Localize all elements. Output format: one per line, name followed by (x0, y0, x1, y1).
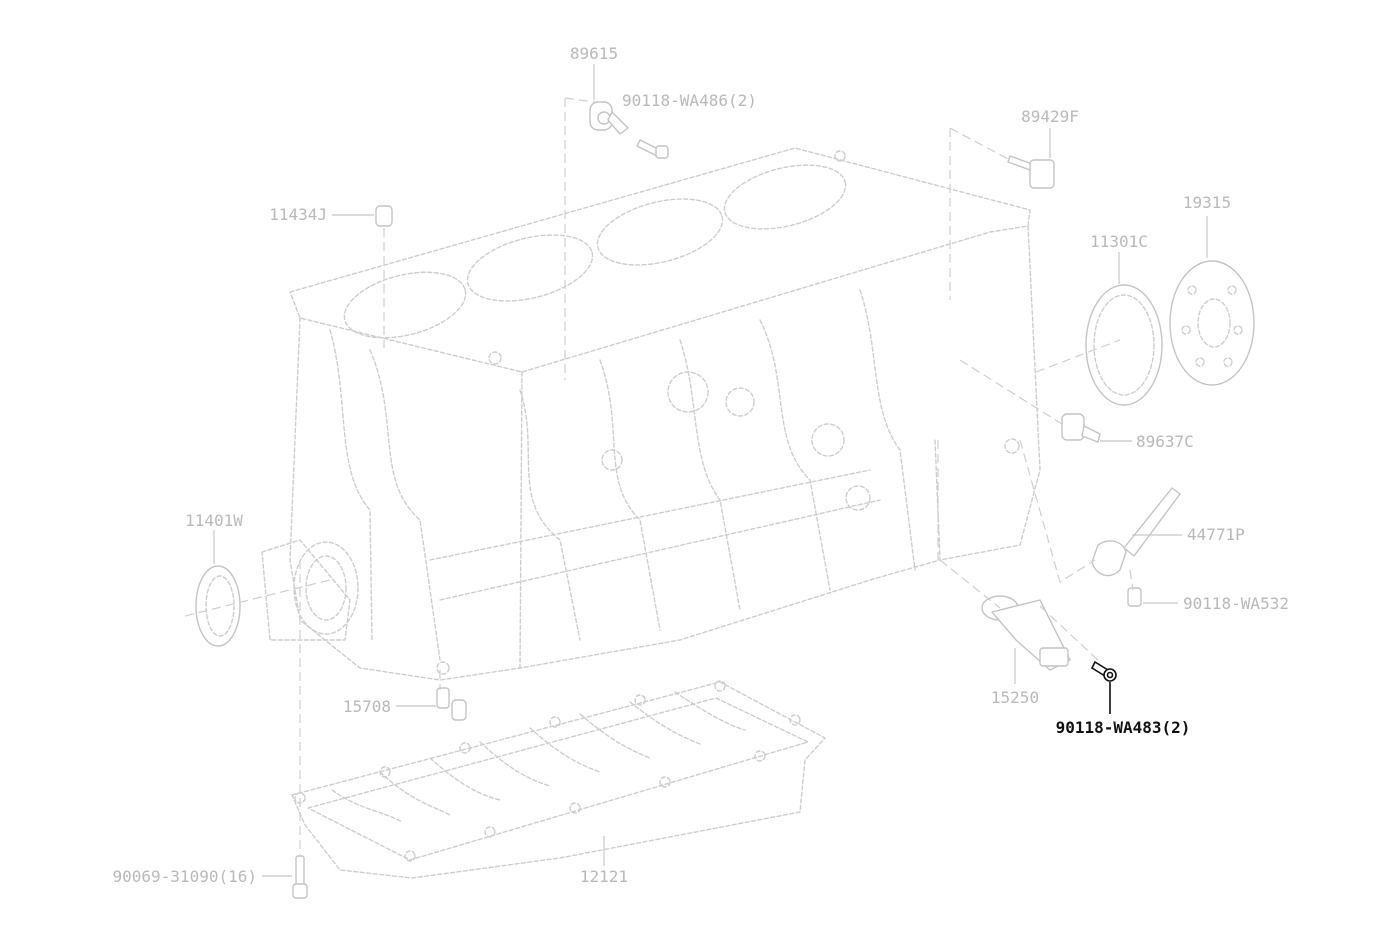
label-15250[interactable]: 15250 (991, 688, 1039, 707)
oil-pan[interactable] (291, 680, 826, 879)
part-labels: 89615 90118-WA486(2) 89429F 11434J 19315… (113, 44, 1289, 886)
cylinder-block[interactable] (261, 147, 1041, 681)
drive-plate-19315[interactable] (1169, 260, 1255, 386)
label-90118-wa486[interactable]: 90118-WA486(2) (622, 91, 757, 110)
label-89429f[interactable]: 89429F (1021, 107, 1079, 126)
label-90118-wa483-selected[interactable]: 90118-WA483(2) (1056, 718, 1191, 737)
label-15708[interactable]: 15708 (343, 697, 391, 716)
bolt-90118-wa532[interactable] (1127, 587, 1142, 607)
sensor-89429f[interactable] (1007, 155, 1055, 189)
label-12121[interactable]: 12121 (580, 867, 628, 886)
label-90118-wa532[interactable]: 90118-WA532 (1183, 594, 1289, 613)
sensor-89637c[interactable] (1061, 413, 1101, 443)
leader-lines (213, 64, 1208, 877)
label-11434j[interactable]: 11434J (269, 205, 327, 224)
rear-oil-seal-11401w[interactable] (195, 565, 241, 647)
bolt-90118-wa486[interactable] (636, 139, 669, 159)
label-89615[interactable]: 89615 (570, 44, 618, 63)
oil-seal-11301c[interactable] (1085, 284, 1163, 406)
label-11301c[interactable]: 11301C (1090, 232, 1148, 251)
bolt-90118-wa483-selected[interactable] (1090, 660, 1117, 682)
label-90069-31090[interactable]: 90069-31090(16) (113, 867, 258, 886)
knock-sensor-89615[interactable] (589, 101, 629, 135)
sensor-44771p[interactable] (1091, 487, 1181, 577)
plug-11434j[interactable] (375, 205, 393, 227)
fitting-15708[interactable] (436, 687, 467, 721)
label-89637c[interactable]: 89637C (1136, 432, 1194, 451)
label-11401w[interactable]: 11401W (185, 511, 243, 530)
assembly-lines (184, 97, 1134, 856)
label-44771p[interactable]: 44771P (1187, 525, 1245, 544)
oil-pump-15250[interactable] (981, 595, 1071, 671)
label-19315[interactable]: 19315 (1183, 193, 1231, 212)
bolt-90069-31090[interactable] (292, 855, 308, 899)
